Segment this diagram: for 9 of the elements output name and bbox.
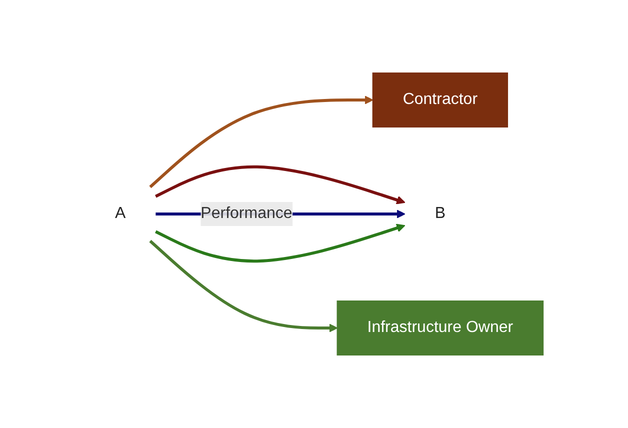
arrow [154, 165, 406, 204]
arrow [154, 224, 406, 263]
node-text: A [114, 205, 126, 222]
edge-label: Performance [200, 205, 292, 222]
arrow [149, 96, 374, 188]
node-box: Contractor [372, 72, 508, 128]
node-box: Infrastructure Owner [336, 300, 544, 356]
node-text: B [434, 205, 446, 222]
arrow [149, 240, 338, 332]
